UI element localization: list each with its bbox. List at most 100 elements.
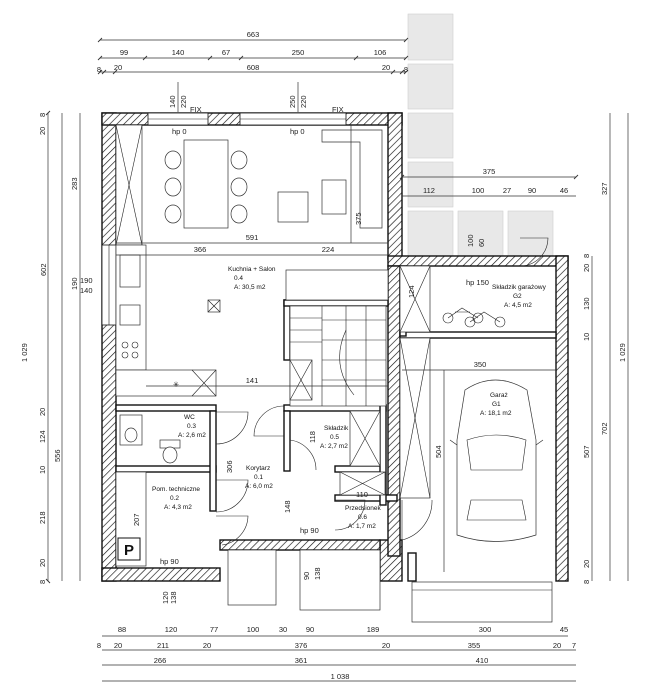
dim-right-total: 1 029 xyxy=(618,343,627,362)
dim-bot2-5: 376 xyxy=(295,641,308,650)
room-skladzik-garazowy: Składzik garażowy G2 A: 4,5 m2 xyxy=(492,284,547,309)
room-przedsionek: Przedsionek 0.6 A: 1,7 m2 xyxy=(345,505,382,530)
dim-left-mid-2: 556 xyxy=(53,449,62,462)
room-korytarz: Korytarz 0.1 A: 6,0 m2 xyxy=(245,465,273,490)
dim-left-end-bottom: 8 xyxy=(38,580,47,584)
dim-door-b-1: 90 xyxy=(302,572,311,580)
svg-text:A: 2,6 m2: A: 2,6 m2 xyxy=(178,432,206,439)
dim-bot1-3: 77 xyxy=(210,625,218,634)
dim-bot2-3: 211 xyxy=(157,641,169,650)
dim-left-7: 218 xyxy=(38,511,47,524)
dim-left-5: 124 xyxy=(38,430,47,443)
dim-left-2: 283 xyxy=(70,177,79,190)
dim-garage-top: 375 xyxy=(483,167,496,176)
dim-garage-seg-3: 27 xyxy=(503,186,511,195)
dim-door-a-1: 120 xyxy=(161,591,170,604)
dim-bottom-total: 1 038 xyxy=(331,672,350,681)
dim-win-garage-2: 60 xyxy=(477,239,486,247)
dim-top-total: 663 xyxy=(247,30,260,39)
dim-bot2-8: 20 xyxy=(553,641,561,650)
svg-text:A: 1,7 m2: A: 1,7 m2 xyxy=(348,523,376,530)
svg-text:Pom. techniczne: Pom. techniczne xyxy=(152,486,200,493)
dim-right-in-3: 130 xyxy=(582,297,591,310)
svg-text:Kuchnia + Salon: Kuchnia + Salon xyxy=(228,266,276,273)
room-garaz: Garaż G1 A: 18,1 m2 xyxy=(480,392,512,417)
top-dimensions: 663 99 140 67 250 106 8 20 608 20 8 xyxy=(97,30,409,75)
dim-left-8: 20 xyxy=(38,559,47,567)
dim-garage-seg-1: 112 xyxy=(423,186,435,195)
svg-text:A: 4,3 m2: A: 4,3 m2 xyxy=(164,504,192,511)
hp0-b: hp 0 xyxy=(290,127,305,136)
hp90-b: hp 90 xyxy=(300,526,319,535)
dim-bot1-5: 30 xyxy=(279,625,287,634)
dim-bot1-2: 120 xyxy=(165,625,178,634)
dim-door-a-2: 138 xyxy=(169,591,178,604)
room-pom-techniczne: Pom. techniczne 0.2 A: 4,3 m2 xyxy=(152,486,200,511)
dim-right-in-7: 8 xyxy=(582,580,591,584)
dim-124: 124 xyxy=(407,285,416,298)
dim-win-left-1: 190 xyxy=(80,276,93,285)
dim-left-total: 1 029 xyxy=(20,343,29,362)
dim-bot1-1: 88 xyxy=(118,625,126,634)
svg-text:WC: WC xyxy=(184,414,195,421)
room-skladzik: Składzik 0.5 A: 2,7 m2 xyxy=(320,425,349,450)
dim-110: 110 xyxy=(356,490,368,499)
hp0-a: hp 0 xyxy=(172,127,187,136)
dim-win-a-2: 220 xyxy=(179,95,188,108)
interior-dims: 591 366 224 375 141 118 306 148 110 207 … xyxy=(116,125,556,572)
svg-text:A: 2,7 m2: A: 2,7 m2 xyxy=(320,443,348,450)
svg-text:Składzik garażowy: Składzik garażowy xyxy=(492,284,547,291)
svg-text:0.5: 0.5 xyxy=(330,434,339,441)
dim-top-seg-5: 106 xyxy=(374,48,387,57)
dim-right-in-6: 20 xyxy=(582,560,591,568)
dim-garage-seg-2: 100 xyxy=(472,186,485,195)
dim-left-4: 20 xyxy=(38,408,47,416)
house-walls xyxy=(101,112,569,582)
dim-bot3-3: 410 xyxy=(476,656,489,665)
dim-bot3-2: 361 xyxy=(295,656,308,665)
svg-text:0.3: 0.3 xyxy=(187,423,196,430)
svg-text:0.1: 0.1 xyxy=(254,474,263,481)
dim-top-inner-2: 20 xyxy=(114,63,122,72)
dim-top-seg-2: 140 xyxy=(172,48,185,57)
dim-207: 207 xyxy=(132,513,141,526)
svg-text:A: 18,1 m2: A: 18,1 m2 xyxy=(480,410,512,417)
dim-504: 504 xyxy=(434,445,443,458)
dim-left-end-top: 8 xyxy=(38,113,47,117)
dim-bot2-1: 8 xyxy=(97,641,101,650)
dim-left-6: 10 xyxy=(38,466,47,474)
dim-141: 141 xyxy=(246,376,259,385)
svg-text:0.2: 0.2 xyxy=(170,495,179,502)
dim-148: 148 xyxy=(283,500,292,513)
svg-text:Składzik: Składzik xyxy=(324,425,349,432)
parking-sign xyxy=(117,537,141,561)
staircase xyxy=(289,305,387,407)
dim-top-seg-4: 250 xyxy=(292,48,305,57)
svg-text:Korytarz: Korytarz xyxy=(246,465,270,472)
dim-591: 591 xyxy=(246,233,259,242)
garage-dimensions: 375 112 100 27 90 46 100 60 xyxy=(399,167,579,247)
right-dimensions: 327 702 1 029 8 20 130 10 507 20 8 xyxy=(582,113,629,584)
dim-bot2-2: 20 xyxy=(114,641,122,650)
svg-text:A: 4,5 m2: A: 4,5 m2 xyxy=(504,302,532,309)
dim-left-3: 190 xyxy=(70,277,79,290)
fix-label-b: FIX xyxy=(332,105,344,114)
svg-text:Przedsionek: Przedsionek xyxy=(345,505,382,512)
svg-text:0.6: 0.6 xyxy=(358,514,367,521)
dim-bot1-7: 189 xyxy=(367,625,380,634)
dim-left-mid-1: 602 xyxy=(39,263,48,276)
closets xyxy=(115,265,431,567)
dim-right-mid: 702 xyxy=(600,422,609,435)
doors xyxy=(215,237,553,623)
svg-text:G2: G2 xyxy=(513,293,522,300)
dim-left-1: 20 xyxy=(38,127,47,135)
svg-text:0.4: 0.4 xyxy=(234,275,243,282)
dim-top-seg-3: 67 xyxy=(222,48,230,57)
dim-224: 224 xyxy=(322,245,335,254)
svg-text:✳: ✳ xyxy=(173,380,180,389)
dim-right-in-1: 8 xyxy=(582,254,591,258)
dim-top-seg-1: 99 xyxy=(120,48,128,57)
hp90-a: hp 90 xyxy=(160,557,179,566)
dim-win-b-1: 250 xyxy=(288,95,297,108)
dim-306: 306 xyxy=(225,460,234,473)
